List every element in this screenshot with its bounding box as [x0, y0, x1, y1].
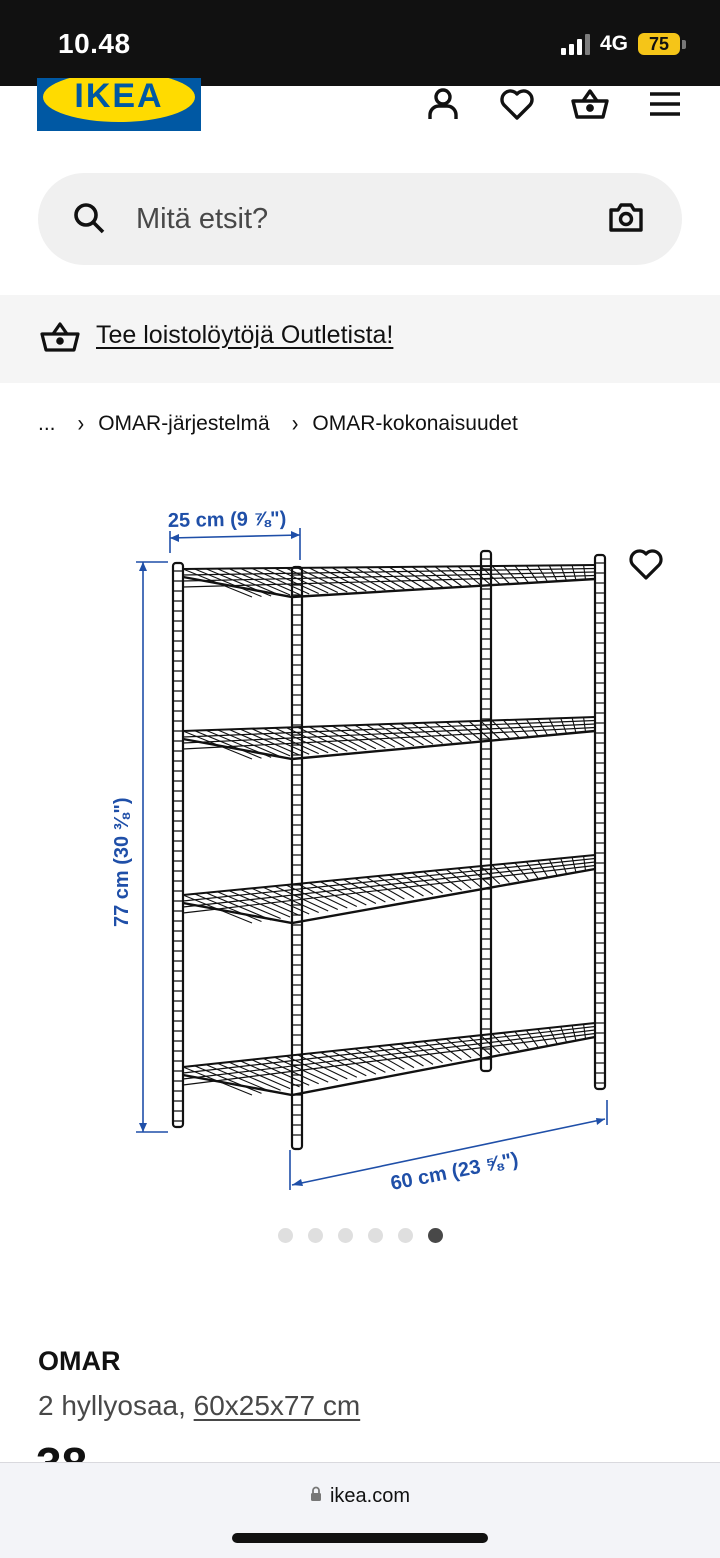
shelf-drawing [171, 549, 607, 1151]
url-field[interactable]: ikea.com [0, 1485, 720, 1508]
carousel-dot[interactable] [398, 1228, 413, 1243]
breadcrumb: ... › OMAR-järjestelmä › OMAR-kokonaisuu… [38, 410, 518, 437]
signal-icon [560, 33, 590, 55]
battery-icon: 75 [638, 33, 686, 55]
chevron-right-icon: › [77, 410, 85, 437]
site-header: IKEA [0, 78, 720, 166]
dimension-lines [136, 528, 608, 1190]
carousel-dot[interactable] [278, 1228, 293, 1243]
product-image[interactable]: 25 cm (9 ⅞") 77 cm (30 ⅜") 60 cm (23 ⅝") [100, 495, 640, 1195]
product-type: 2 hyllyosaa, [38, 1390, 194, 1421]
ikea-logo[interactable]: IKEA [37, 78, 201, 131]
chevron-right-icon: › [291, 410, 299, 437]
product-price: 38 [36, 1436, 87, 1462]
breadcrumb-item-omar-system[interactable]: OMAR-järjestelmä [98, 412, 270, 435]
breadcrumb-ellipsis[interactable]: ... [38, 412, 56, 435]
search-bar [38, 173, 682, 265]
home-indicator[interactable] [232, 1533, 488, 1543]
battery-level: 75 [638, 33, 680, 55]
carousel-dot[interactable] [338, 1228, 353, 1243]
url-text: ikea.com [329, 1485, 411, 1507]
outlet-link[interactable]: Tee loistolöytöjä Outletista! [96, 321, 394, 349]
menu-icon[interactable] [643, 82, 687, 126]
camera-search-icon[interactable] [608, 201, 644, 238]
carousel-dot[interactable] [428, 1228, 443, 1243]
status-time: 10.48 [58, 28, 131, 59]
product-dimensions-link[interactable]: 60x25x77 cm [193, 1390, 361, 1421]
dimension-arrows [139, 531, 605, 1186]
height-label: 77 cm (30 ⅜") [111, 797, 133, 927]
shopping-bag-icon [40, 319, 80, 360]
carousel-dot[interactable] [368, 1228, 383, 1243]
status-icons: 4G 75 [560, 32, 686, 56]
depth-label: 25 cm (9 ⅞") [168, 508, 287, 532]
product-description: 2 hyllyosaa, 60x25x77 cm [38, 1390, 360, 1422]
search-icon[interactable] [72, 201, 106, 240]
logo-text: IKEA [74, 78, 164, 115]
lock-icon [310, 1485, 322, 1508]
account-icon[interactable] [421, 82, 465, 126]
favorites-icon[interactable] [495, 82, 539, 126]
breadcrumb-item-omar-sets[interactable]: OMAR-kokonaisuudet [312, 412, 518, 435]
product-name: OMAR [38, 1346, 121, 1376]
network-type: 4G [599, 32, 628, 55]
outlet-banner: Tee loistolöytöjä Outletista! [0, 295, 720, 383]
status-bar: 10.48 4G 75 [0, 0, 720, 86]
carousel-dots [278, 1228, 443, 1243]
width-label: 60 cm (23 ⅝") [389, 1149, 520, 1195]
carousel-dot[interactable] [308, 1228, 323, 1243]
browser-address-bar: ikea.com [0, 1462, 720, 1558]
add-to-wishlist-icon[interactable] [624, 542, 668, 586]
shopping-bag-icon[interactable] [568, 82, 612, 126]
search-input[interactable] [136, 173, 576, 265]
